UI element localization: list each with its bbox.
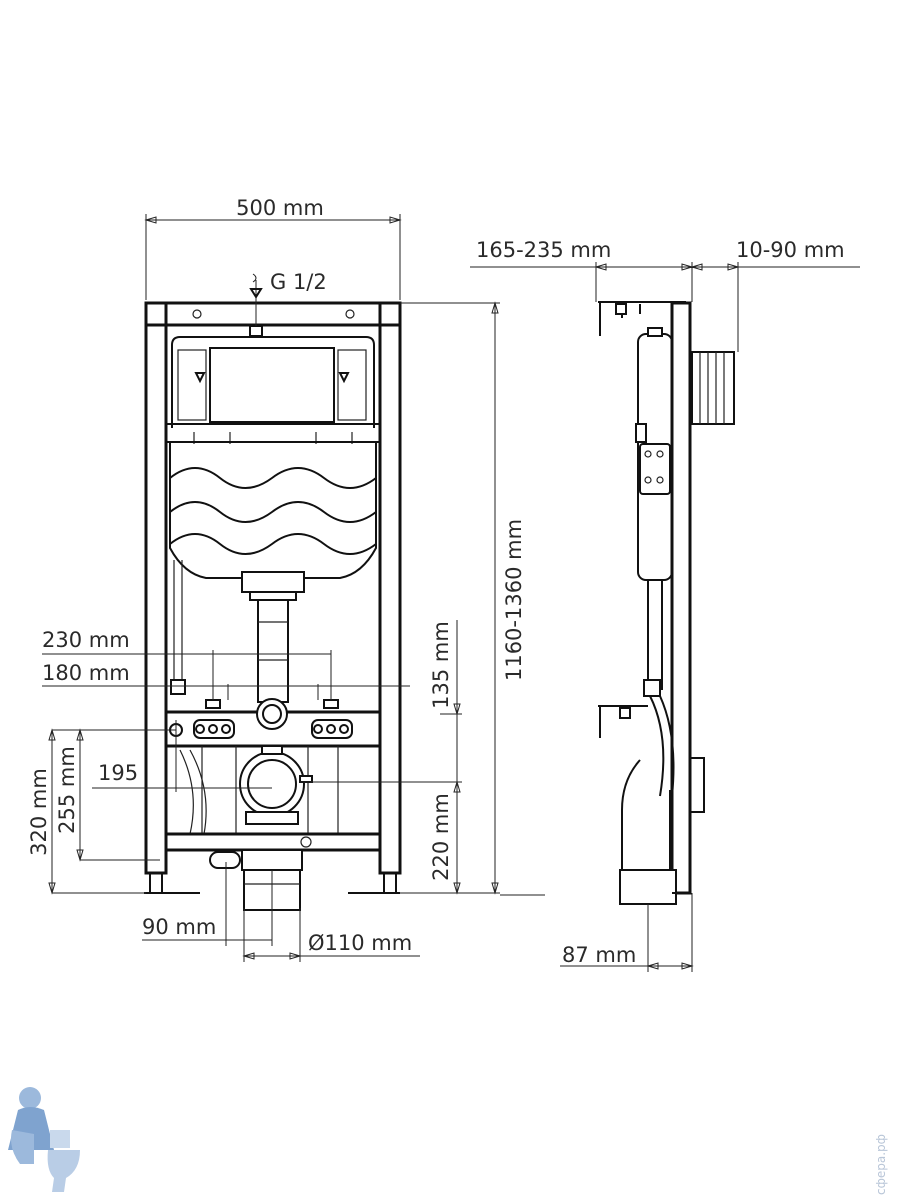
- dim-135: 135 mm: [429, 621, 453, 709]
- plumber-logo: [8, 1087, 80, 1192]
- dim-90: 90 mm: [142, 915, 216, 939]
- side-dimensions: [400, 262, 860, 972]
- dim-220: 220 mm: [429, 793, 453, 881]
- front-dimensions: [42, 214, 500, 962]
- dim-320: 320 mm: [27, 768, 51, 856]
- dim-water-inlet: G 1/2: [270, 270, 327, 294]
- side-view: [598, 301, 735, 905]
- dim-side-wall: 10-90 mm: [736, 238, 845, 262]
- dim-195: 195: [98, 761, 138, 785]
- dim-180: 180 mm: [42, 661, 130, 685]
- dim-230: 230 mm: [42, 628, 130, 652]
- dim-width-top: 500 mm: [236, 196, 324, 220]
- front-view: [144, 301, 402, 911]
- watermark-text: сфера.рф: [874, 1134, 888, 1195]
- dim-side-87: 87 mm: [562, 943, 636, 967]
- dim-height-range: 1160-1360 mm: [502, 519, 526, 681]
- dim-255: 255 mm: [55, 746, 79, 834]
- dim-side-depth: 165-235 mm: [476, 238, 611, 262]
- dim-110: Ø110 mm: [308, 931, 412, 955]
